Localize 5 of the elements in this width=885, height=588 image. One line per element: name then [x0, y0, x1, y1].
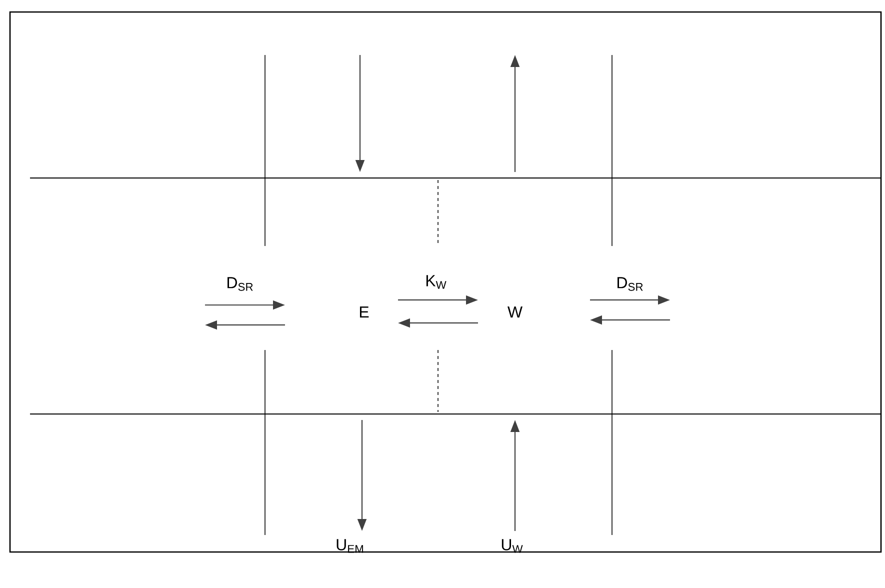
rate-label: D$_{SR}$	[228, 277, 253, 291]
rate-label: D$_{SR}$	[618, 277, 643, 291]
compartment-label: W	[508, 306, 522, 318]
compartment-label: E	[360, 306, 369, 318]
edge-label: K$_{W}$	[424, 274, 448, 290]
